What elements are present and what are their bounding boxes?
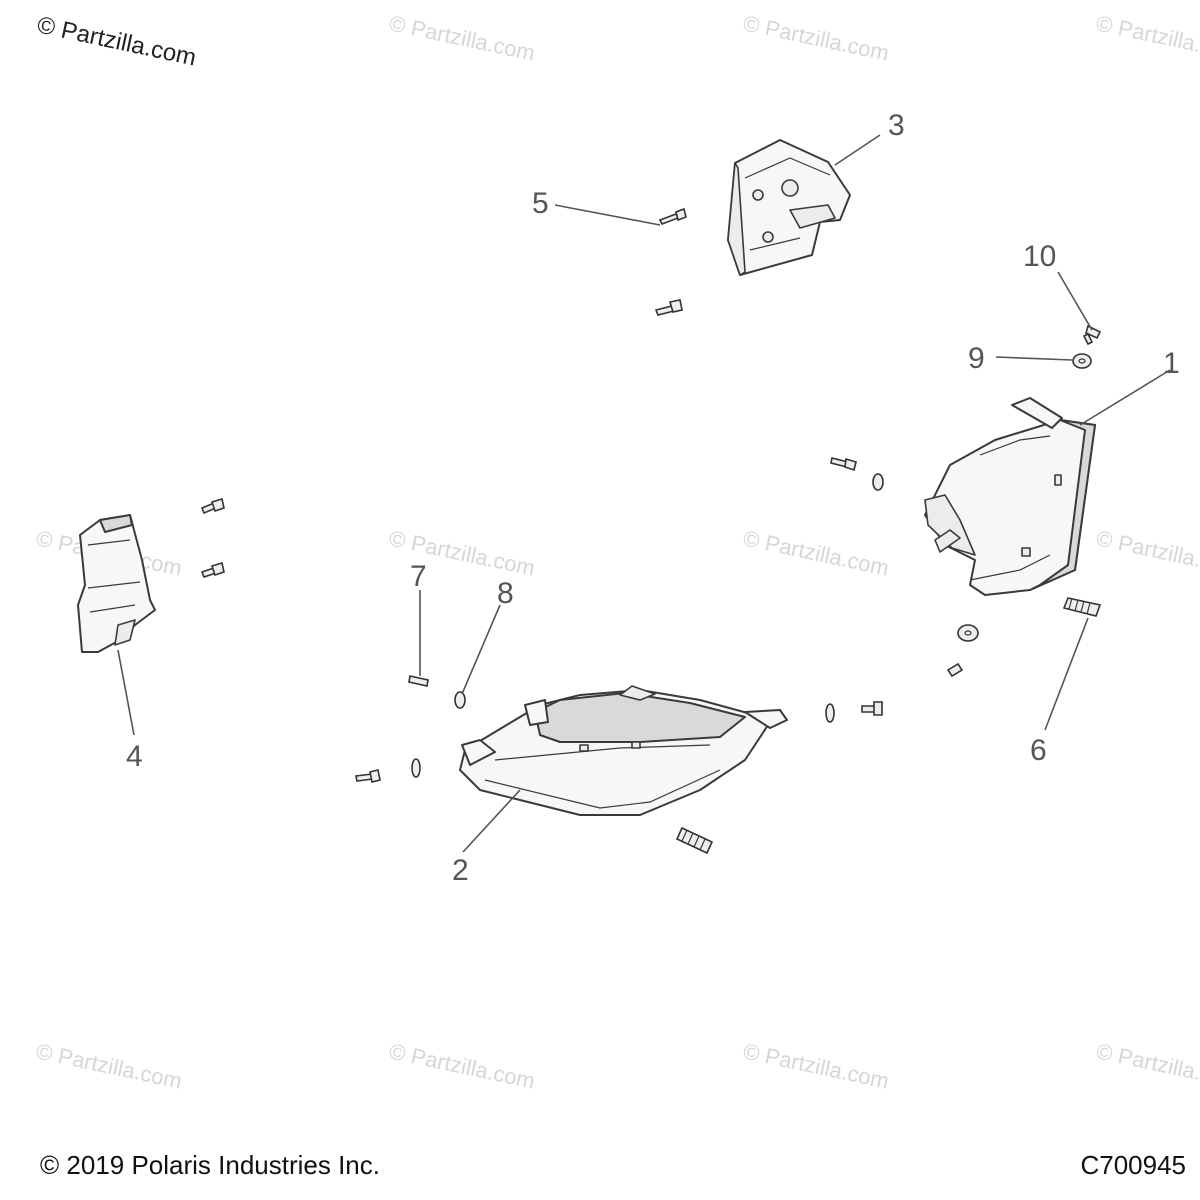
screw[interactable] — [861, 701, 883, 716]
screw[interactable] — [654, 299, 683, 316]
callout-7: 7 — [410, 560, 427, 593]
callout-3: 3 — [888, 109, 905, 142]
washer[interactable] — [411, 758, 421, 778]
watermark: © Partzilla.com — [741, 525, 891, 580]
part-6-spring-lower[interactable] — [675, 826, 714, 855]
washer[interactable] — [825, 703, 835, 723]
drawing-code: C700945 — [1080, 1150, 1186, 1180]
watermark: © Partzilla.com — [1094, 1038, 1200, 1093]
screw[interactable] — [200, 497, 225, 515]
copyright-notice: © 2019 Polaris Industries Inc. — [40, 1150, 380, 1180]
screw[interactable] — [355, 769, 381, 783]
washer[interactable] — [872, 473, 884, 491]
part-2-headlight-center[interactable] — [459, 685, 788, 816]
watermark: © Partzilla.com — [387, 1038, 537, 1093]
part-8-washer[interactable] — [454, 691, 466, 709]
part-10-screw[interactable] — [1082, 324, 1102, 346]
callout-10: 10 — [1023, 240, 1056, 273]
callout-5: 5 — [532, 187, 549, 220]
part-9-washer[interactable] — [1072, 353, 1092, 369]
callouts: 1 2 3 4 5 6 7 8 9 10 — [126, 109, 1180, 887]
part-1-headlight-right[interactable] — [924, 397, 1096, 596]
watermark: © Partzilla.com — [741, 1038, 891, 1093]
callout-8: 8 — [497, 577, 514, 610]
callout-9: 9 — [968, 342, 985, 375]
hardware-fasteners — [200, 207, 1102, 783]
part-6-spring[interactable] — [1062, 597, 1102, 617]
screw[interactable] — [946, 662, 964, 678]
watermark: © Partzilla.com — [741, 10, 891, 65]
screw[interactable] — [658, 207, 687, 226]
partzilla-watermark: © Partzilla.com — [35, 11, 199, 71]
watermark: © Partzilla.com — [387, 10, 537, 65]
screw[interactable] — [830, 457, 857, 472]
part-4-bracket-left[interactable] — [77, 514, 156, 653]
screw[interactable] — [200, 561, 225, 578]
part-7-pin[interactable] — [408, 675, 429, 687]
watermark: © Partzilla.com — [1094, 525, 1200, 580]
washer[interactable] — [957, 624, 979, 642]
callout-6: 6 — [1030, 734, 1047, 767]
callout-2: 2 — [452, 854, 469, 887]
leader-lines — [117, 134, 1171, 853]
watermark: © Partzilla.com — [34, 1038, 184, 1093]
part-3-bracket[interactable] — [727, 139, 851, 276]
callout-1: 1 — [1163, 347, 1180, 380]
callout-4: 4 — [126, 740, 143, 773]
watermark: © Partzilla.com — [1094, 10, 1200, 65]
